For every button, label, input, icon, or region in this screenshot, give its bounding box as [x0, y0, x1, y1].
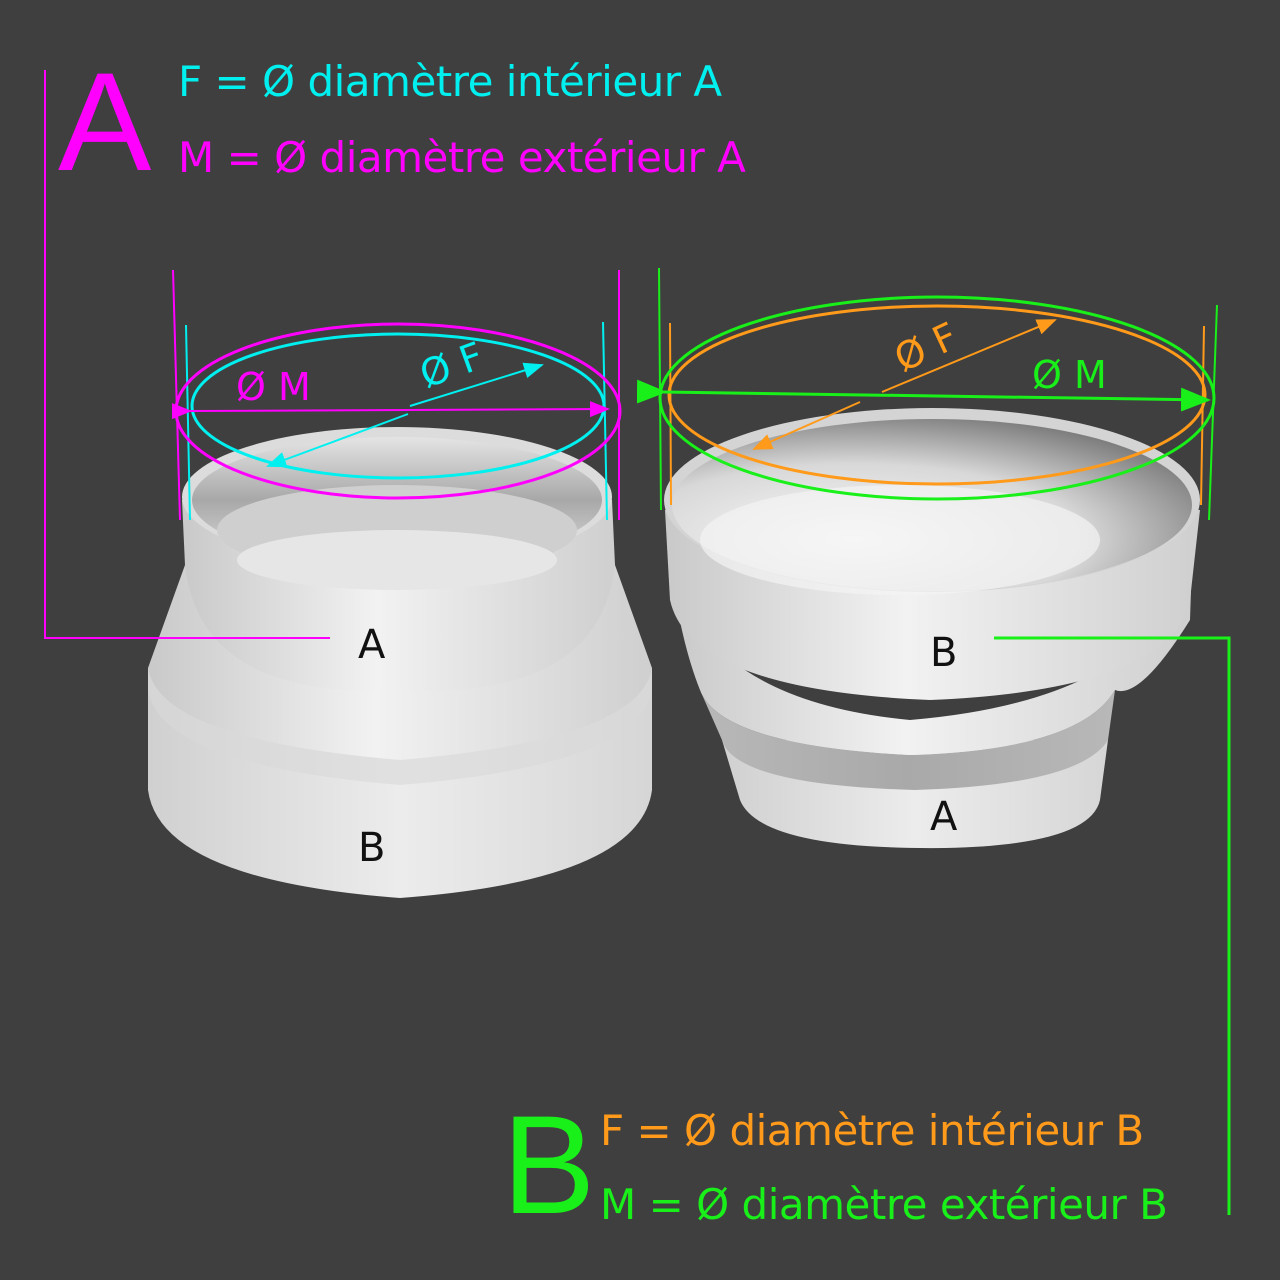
left-reducer	[148, 427, 652, 898]
legend-b-inner-diameter: F = Ø diamètre intérieur B	[600, 1106, 1144, 1155]
leader-line-a	[44, 70, 330, 639]
left-part-top-label: A	[358, 622, 386, 668]
left-part-bottom-label: B	[358, 825, 386, 871]
legend-a-letter: A	[58, 43, 152, 200]
legend-b-letter: B	[502, 1086, 596, 1243]
left-dimension-overlay	[171, 269, 622, 521]
leader-line-b	[994, 636, 1231, 1215]
right-dimension-overlay	[636, 267, 1218, 521]
legend-a-inner-diameter: F = Ø diamètre intérieur A	[178, 57, 722, 106]
left-dim-m-label: Ø M	[236, 365, 311, 409]
legend-a-outer-diameter: M = Ø diamètre extérieur A	[178, 133, 746, 182]
right-part-top-label: B	[930, 630, 958, 676]
right-part-bottom-label: A	[930, 794, 958, 840]
right-reducer	[664, 408, 1200, 849]
right-dim-m-label: Ø M	[1032, 353, 1107, 397]
legend-b-outer-diameter: M = Ø diamètre extérieur B	[600, 1180, 1168, 1229]
